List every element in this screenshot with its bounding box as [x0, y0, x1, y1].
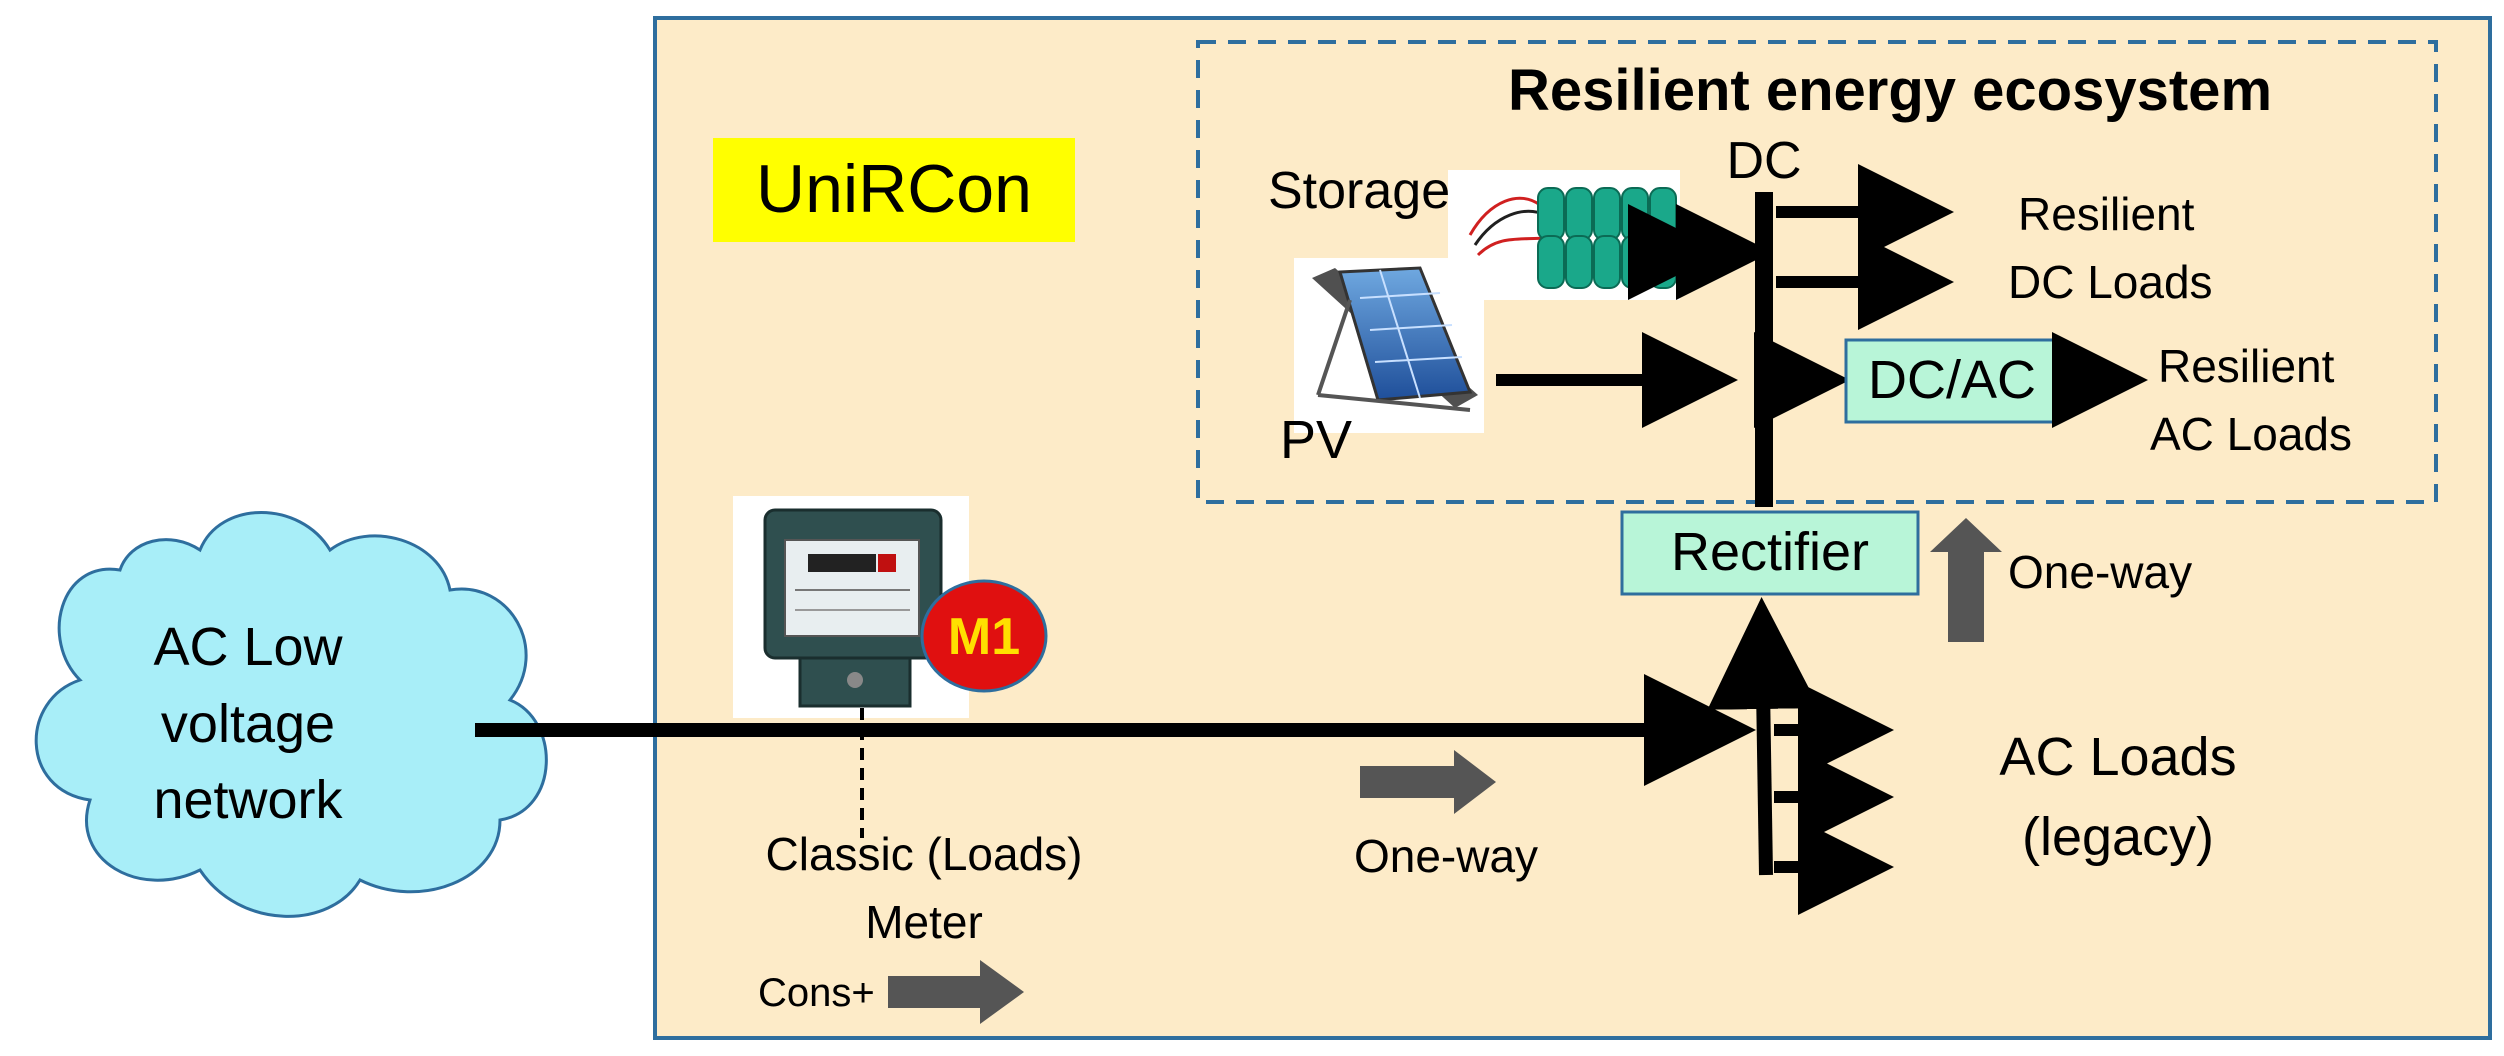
- pv-panel-image: [1294, 258, 1484, 433]
- cloud-line-2: voltage: [161, 694, 335, 754]
- unircon-label: UniRCon: [756, 151, 1032, 227]
- ecosystem-title: Resilient energy ecosystem: [1508, 58, 2272, 123]
- dcac-box: [1844, 338, 2060, 424]
- cloud-line-3: network: [153, 770, 343, 830]
- battery-pack-image: [1448, 170, 1680, 300]
- meter-caption-line-1: Classic (Loads): [766, 828, 1083, 880]
- dcac-label: DC/AC: [1868, 350, 2036, 410]
- cons-arrow: [888, 960, 1024, 1024]
- resilient-ac-line-1: Resilient: [2158, 340, 2335, 392]
- storage-label: Storage: [1268, 162, 1450, 220]
- resilient-dc-line-1: Resilient: [2018, 188, 2195, 240]
- resilient-dc-line-2: DC Loads: [2008, 256, 2213, 308]
- meter-image: [733, 496, 969, 718]
- oneway-up-label: One-way: [2008, 546, 2192, 598]
- resilient-ecosystem-box: [1196, 40, 2438, 504]
- oneway-right-arrow: [1360, 750, 1496, 814]
- pv-label: PV: [1280, 410, 1352, 470]
- meter-badge-label: M1: [948, 608, 1020, 666]
- rectifier-label: Rectifier: [1671, 522, 1869, 582]
- ac-network-cloud: [34, 511, 548, 918]
- cons-label: Cons+: [758, 971, 875, 1015]
- ac-bus: [1707, 597, 1820, 876]
- ac-loads-line-1: AC Loads: [1999, 727, 2236, 787]
- ac-loads-line-2: (legacy): [2022, 807, 2214, 867]
- cloud-line-1: AC Low: [153, 617, 343, 677]
- oneway-up-arrow: [1930, 518, 2002, 642]
- meter-badge: [920, 579, 1048, 693]
- unircon-label-bg: [713, 138, 1075, 242]
- meter-caption-line-2: Meter: [865, 896, 983, 948]
- resilient-ac-line-2: AC Loads: [2150, 408, 2352, 460]
- rectifier-box: [1620, 510, 1920, 596]
- oneway-right-label: One-way: [1354, 830, 1538, 882]
- dc-bus-label: DC: [1726, 132, 1801, 190]
